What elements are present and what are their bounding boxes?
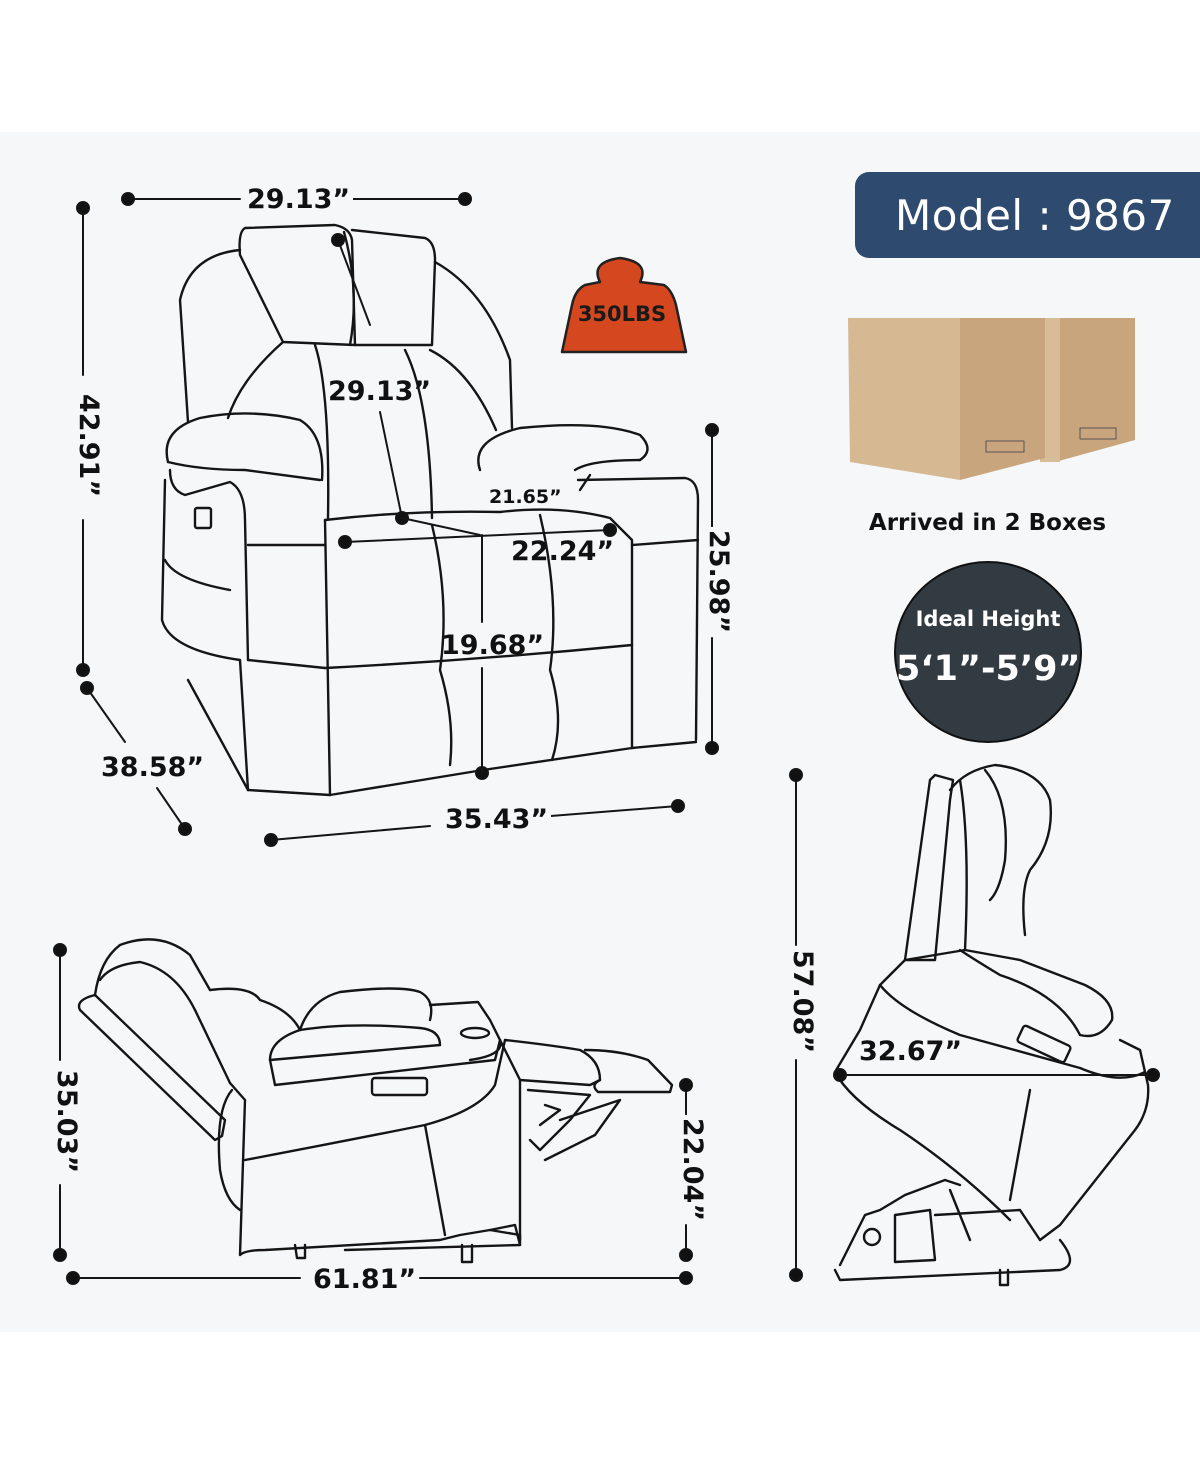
dim-overall-width: 35.43”	[442, 806, 552, 833]
dim-overall-height: 42.91”	[73, 390, 104, 501]
power-button-icon	[1016, 1024, 1072, 1064]
dim-seat-depth: 21.65”	[489, 486, 562, 508]
shipping-boxes-image	[848, 318, 1135, 480]
dim-headrest-width: 29.13”	[244, 186, 354, 213]
weight-capacity-label: 350LBS	[577, 302, 667, 326]
ideal-height-badge: Ideal Height 5‘1”-5’9”	[894, 561, 1082, 743]
model-badge: Model : 9867	[855, 172, 1200, 258]
model-label: Model : 9867	[895, 190, 1175, 240]
dim-seat-width: 22.24”	[511, 536, 615, 567]
lift-view-dimension-lines	[789, 768, 1160, 1282]
power-button-icon	[193, 506, 213, 530]
weight-icon	[560, 256, 688, 354]
reclined-view-dimension-lines	[53, 943, 693, 1285]
dim-backrest-height: 29.13”	[328, 376, 432, 407]
front-view-chair	[160, 223, 700, 797]
dim-lift-depth: 32.67”	[859, 1036, 963, 1067]
dim-lift-height: 57.08”	[787, 946, 818, 1057]
dim-arm-height: 25.98”	[703, 526, 734, 637]
dim-reclined-length: 61.81”	[310, 1266, 420, 1293]
dim-seat-height: 19.68”	[441, 630, 545, 661]
front-view-dimension-lines	[76, 192, 719, 847]
packaging-caption: Arrived in 2 Boxes	[868, 510, 1107, 536]
ideal-height-title: Ideal Height	[915, 607, 1061, 631]
dim-footrest-height: 22.04”	[677, 1114, 708, 1225]
ideal-height-value: 5‘1”-5’9”	[896, 649, 1081, 689]
reclined-view-chair	[77, 938, 674, 1264]
lift-view-chair	[833, 763, 1150, 1287]
dim-reclined-height: 35.03”	[51, 1066, 82, 1177]
dim-overall-depth: 38.58”	[98, 754, 208, 781]
power-button-icon	[370, 1076, 429, 1097]
